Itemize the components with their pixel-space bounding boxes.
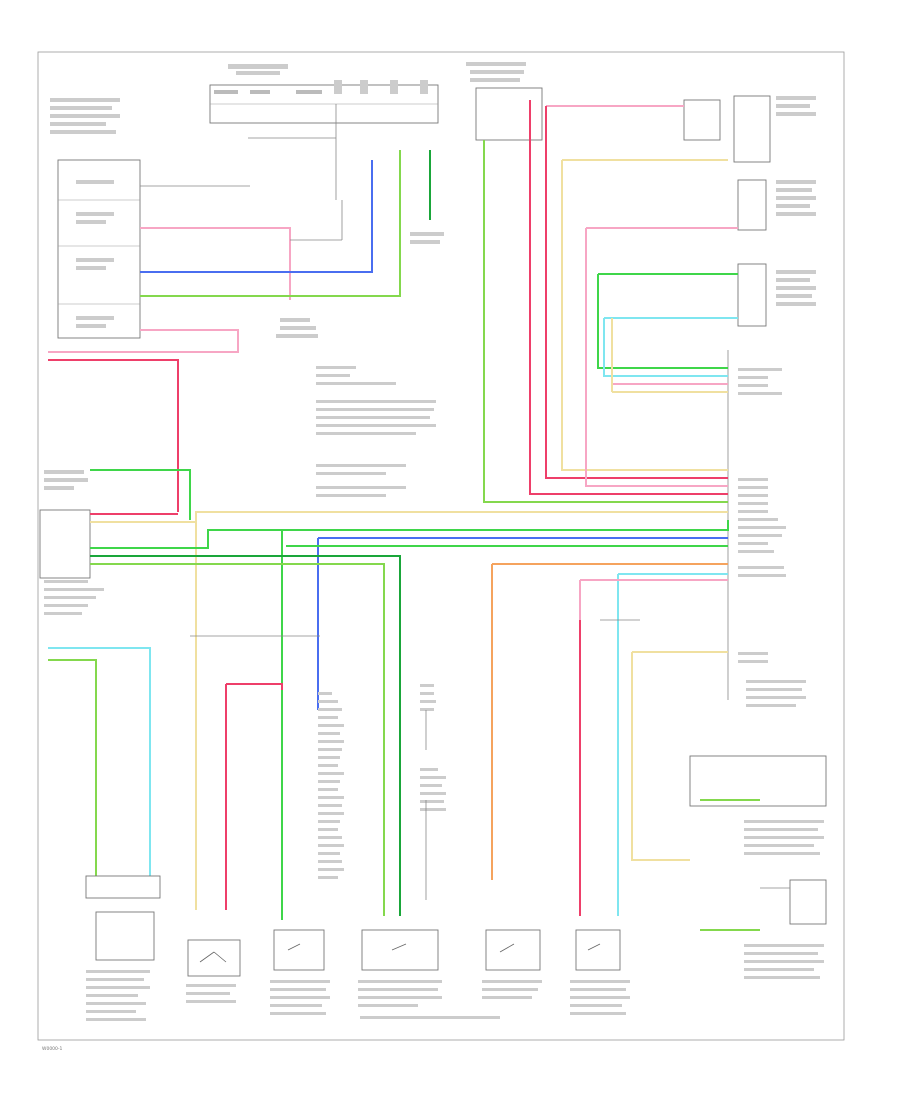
bottom-components [85, 755, 827, 977]
inflatable-restraint-sensing-module [50, 98, 141, 339]
wire-red-left [48, 359, 179, 512]
mid-left-module [39, 470, 104, 615]
wire-cyan-left [48, 647, 151, 876]
notes-legend [316, 366, 436, 497]
top-right-switches [466, 62, 816, 327]
wire-pink-mid-right [585, 227, 738, 487]
wire-orange-long [491, 563, 728, 880]
wire-pink-2 [140, 329, 239, 346]
wire-green-horiz-470 [90, 469, 191, 520]
bottom-labels [86, 820, 824, 1021]
wire-yellow-right-vertical [631, 651, 728, 861]
wire-green-mid-right [597, 273, 738, 369]
footer-code: W0000-1 [42, 1046, 63, 1052]
wire-green-long [90, 520, 729, 549]
right-connector-column [727, 350, 806, 707]
wire-yellow-top [561, 159, 728, 471]
wire-lime-top [483, 140, 728, 503]
instrument-cluster-block [209, 64, 439, 200]
wire-red-second [529, 100, 728, 495]
wire-lime-long [90, 563, 385, 916]
switch-glyphs [199, 943, 601, 963]
wire-pink-1 [140, 227, 291, 300]
wire-green-1 [140, 150, 401, 297]
wire-blue-1 [140, 160, 373, 273]
mid-text-column [318, 684, 446, 879]
wire-cyan-right [617, 573, 728, 916]
wire-cyan-mid-right [603, 317, 738, 377]
wire-red-top-right-1 [545, 106, 728, 479]
wire-green-left [48, 659, 97, 876]
wire-red-pass [225, 683, 283, 910]
diagram-frame [37, 51, 845, 1041]
wire-pink-left-drop [48, 346, 239, 353]
wire-blue-long [317, 537, 728, 710]
wire-darkgreen-long [90, 555, 401, 916]
wire-yellow-long [90, 511, 728, 523]
